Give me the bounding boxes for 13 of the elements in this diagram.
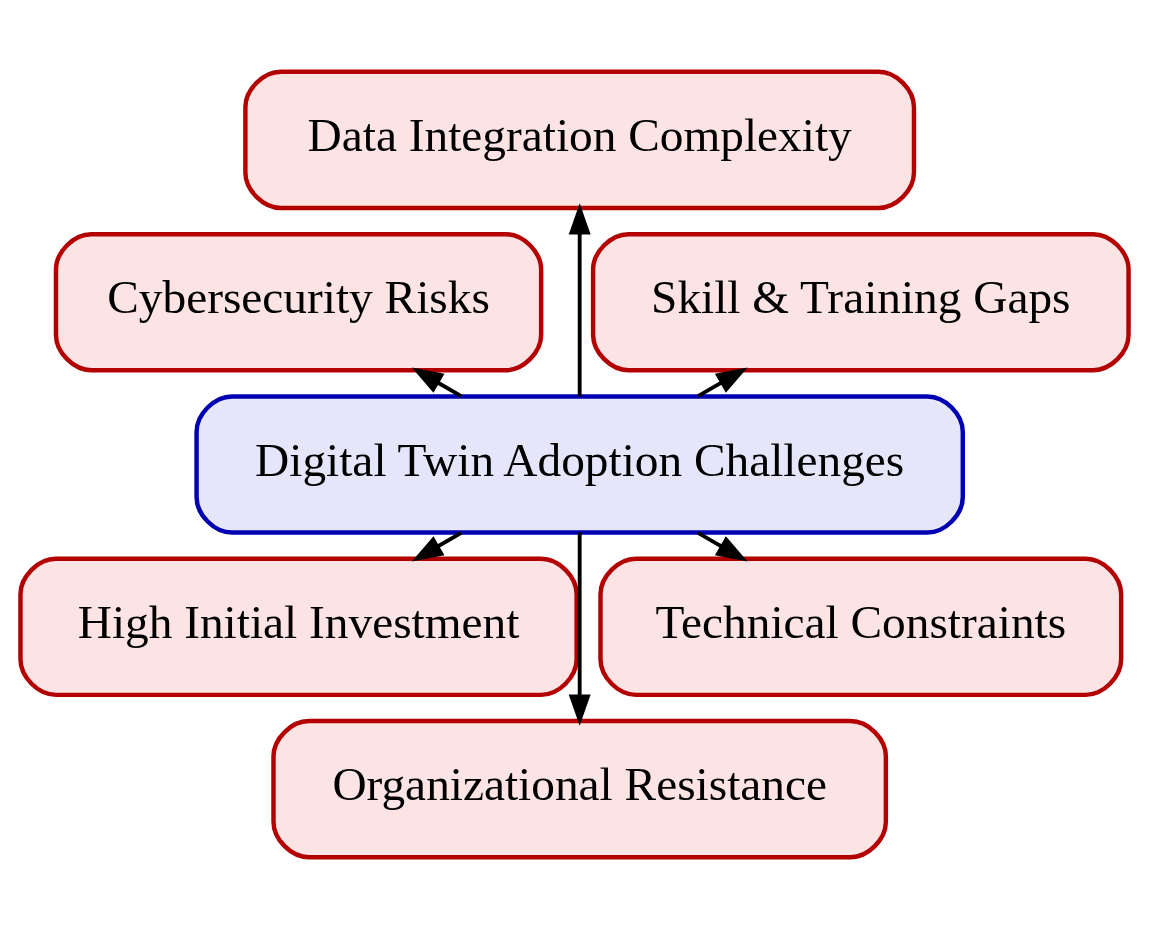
arrow	[697, 367, 748, 398]
arrow	[568, 202, 591, 396]
arrow	[568, 532, 591, 726]
node-box: Organizational Resistance	[271, 718, 889, 859]
node-box: Cybersecurity Risks	[53, 231, 544, 372]
arrow	[411, 367, 463, 398]
arrow	[697, 530, 748, 561]
node-box: Skill & Training Gaps	[590, 231, 1131, 372]
node-box: High Initial Investment	[18, 556, 579, 697]
arrow	[411, 530, 463, 561]
node-box: Data Integration Complexity	[243, 69, 917, 210]
node-box: Digital Twin Adoption Challenges	[194, 393, 965, 535]
node-box: Technical Constraints	[598, 556, 1124, 697]
